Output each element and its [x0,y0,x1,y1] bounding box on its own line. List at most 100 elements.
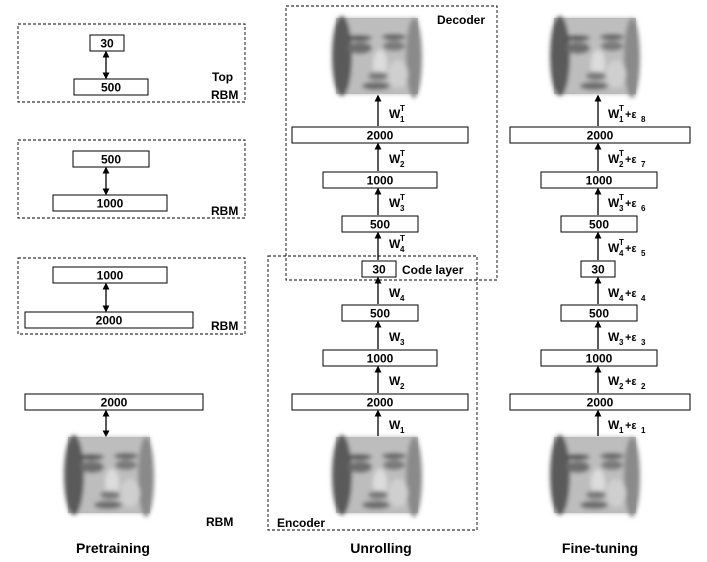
ft-weight-w1-sub: 1 [619,426,624,435]
top-rbm-lower-box [73,78,149,96]
unroll-dec-500-label: 500 [370,218,390,232]
ft-weight-w4-eps: 4 [641,294,646,303]
rbm3-lower-label: 1000 [97,197,124,211]
unrolling-output-face-image [332,16,422,98]
ft-weight-w1t-sup: T [619,104,624,113]
ft-dec-2000-label: 2000 [587,129,614,143]
ft-weight-w4t-base: W [608,241,620,255]
pretraining-caption: Pretraining [76,540,150,556]
unroll-weight-w4t-sup: T [400,234,405,243]
rbm2-upper-label: 1000 [97,269,124,283]
rbm3-lower-box [52,194,168,212]
rbm2-upper-box [52,266,168,284]
unroll-weight-w3t-base: W [389,196,401,210]
ft-weight-w3-eps: 3 [641,338,646,347]
encoder-frame [267,255,478,531]
ft-enc-2000-label: 2000 [587,396,614,410]
ft-weight-w3-sub: 3 [619,338,624,347]
unroll-dec-2000-label: 2000 [367,129,394,143]
ft-weight-w2t-sup: T [619,149,624,158]
unroll-weight-w2t-base: W [389,152,401,166]
top-rbm-lower-label: 500 [101,81,121,95]
rbm3-upper-box [72,150,150,168]
unroll-weight-w2-sub: 2 [400,382,405,391]
unroll-weight-w1-base: W [389,418,401,432]
pretraining-face-image [64,435,154,517]
ft-weight-w2-sub: 2 [619,382,624,391]
unroll-weight-w2t-sup: T [400,149,405,158]
unroll-weight-w4t-sub: 4 [400,245,405,254]
ft-weight-w1t-base: W [608,107,620,121]
finetuning-input-face-image [550,435,640,517]
finetuning-output-face-image [550,16,640,98]
ft-weight-w4t-sub: 4 [619,249,624,258]
unroll-weight-w2-base: W [389,374,401,388]
ft-weight-w2-base: W [608,374,620,388]
ft-enc-1000-label: 1000 [586,352,613,366]
ft-weight-w4-base: W [608,286,620,300]
ft-weight-w2t-base: W [608,152,620,166]
decoder-frame [285,5,498,281]
unroll-weight-w3-sub: 3 [400,338,405,347]
rbm2-lower-label: 2000 [96,314,123,328]
encoder-label: Encoder [277,516,325,530]
rbm2-label: RBM [211,319,238,333]
unroll-weight-w2t-sub: 2 [400,160,405,169]
ft-weight-w4t-eps: 5 [641,249,646,258]
unroll-weight-w4-base: W [389,286,401,300]
rbm1-upper-box [24,393,204,411]
unrolling-input-face-image [332,435,422,517]
ft-weight-w3t-base: W [608,196,620,210]
ft-weight-w3-base: W [608,330,620,344]
decoder-label: Decoder [437,13,485,27]
unrolling-caption: Unrolling [350,540,411,556]
rbm1-upper-label: 2000 [101,396,128,410]
ft-enc-500-label: 500 [589,307,609,321]
ft-weight-w1t-sub: 1 [619,115,624,124]
ft-code-label: 30 [591,263,605,277]
unroll-weight-w4-sub: 4 [400,294,405,303]
top-rbm-label-rbm: RBM [211,88,238,102]
ft-weight-w3t-plus: +ε [625,198,637,210]
unroll-weight-w4t-base: W [389,237,401,251]
finetuning-caption: Fine-tuning [562,540,638,556]
ft-weight-w4t-plus: +ε [625,243,637,255]
ft-weight-w3-plus: +ε [625,332,637,344]
top-rbm-frame [17,23,246,103]
unroll-enc-2000-label: 2000 [367,396,394,410]
unroll-enc-1000-label: 1000 [367,352,394,366]
unroll-weight-w3-base: W [389,330,401,344]
ft-dec-1000-label: 1000 [586,174,613,188]
unroll-weight-w1-sub: 1 [400,426,405,435]
top-rbm-label-top: Top [212,70,233,84]
ft-weight-w2-eps: 2 [641,382,646,391]
unroll-weight-w3t-sub: 3 [400,204,405,213]
unroll-weight-w1t-base: W [389,107,401,121]
ft-weight-w2t-eps: 7 [641,160,646,169]
unroll-enc-500-label: 500 [370,307,390,321]
unroll-code-label: 30 [372,263,386,277]
rbm3-frame [17,139,246,219]
ft-weight-w2t-plus: +ε [625,154,637,166]
ft-weight-w3t-eps: 6 [641,204,646,213]
ft-weight-w2t-sub: 2 [619,160,624,169]
ft-weight-w1-eps: 1 [641,426,646,435]
ft-weight-w1-base: W [608,418,620,432]
unroll-weight-w3t-sup: T [400,193,405,202]
rbm2-frame [17,257,246,335]
top-rbm-upper-label: 30 [100,37,114,51]
ft-dec-500-label: 500 [589,218,609,232]
ft-weight-w2-plus: +ε [625,376,637,388]
